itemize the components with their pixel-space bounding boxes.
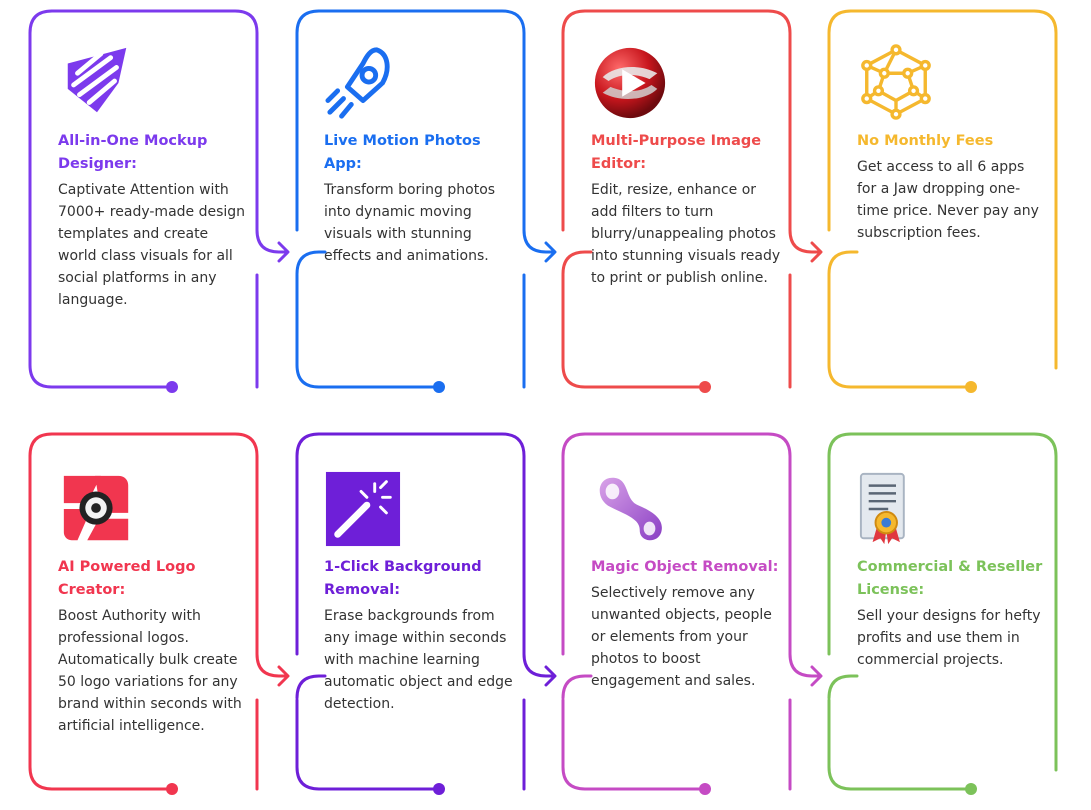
- card-description: Edit, resize, enhance or add filters to …: [591, 182, 781, 286]
- card-border-top-right: [50, 432, 289, 678]
- arrow-right-icon: [810, 241, 823, 263]
- card-border-left-bottom: [561, 698, 707, 791]
- card-border-incoming: [827, 250, 859, 276]
- card-border-top-right: [849, 432, 1058, 772]
- card-border-incoming: [827, 674, 859, 700]
- infinity-shape-icon: [591, 470, 669, 548]
- card-title: Commercial & Reseller License:: [857, 559, 1043, 598]
- card-border-top-left: [561, 432, 587, 656]
- card-border-top-right: [583, 9, 822, 254]
- card-border-top-right: [317, 432, 556, 678]
- feature-card-logo-creator: AI Powered Logo Creator: Boost Authority…: [58, 470, 248, 737]
- network-nodes-icon: [857, 44, 935, 122]
- card-description: Sell your designs for hefty profits and …: [857, 608, 1041, 668]
- card-title: Live Motion Photos App:: [324, 133, 481, 172]
- camera-logo-icon: [58, 470, 136, 548]
- card-title: All-in-One Mockup Designer:: [58, 133, 208, 172]
- card-border-incoming: [295, 674, 327, 700]
- card-border-top-left: [295, 9, 321, 232]
- rocket-icon: [324, 44, 402, 122]
- feature-card-object-removal: Magic Object Removal: Selectively remove…: [591, 470, 781, 692]
- card-border-incoming: [561, 250, 593, 276]
- feature-card-background-removal: 1-Click Background Removal: Erase backgr…: [324, 470, 514, 715]
- end-dot: [965, 783, 977, 795]
- arrow-right-icon: [277, 241, 290, 263]
- card-border-top-left: [827, 9, 853, 232]
- tag-stripes-icon: [58, 44, 136, 122]
- arrow-right-icon: [544, 665, 557, 687]
- end-dot: [433, 783, 445, 795]
- card-border-left-bottom: [561, 273, 707, 389]
- card-border-left-bottom: [295, 698, 441, 791]
- card-border-left-bottom: [28, 454, 174, 791]
- card-border-top-left: [295, 432, 321, 656]
- card-border-top-right: [50, 9, 289, 254]
- feature-card-mockup-designer: All-in-One Mockup Designer: Captivate At…: [58, 44, 248, 311]
- card-description: Boost Authority with professional logos.…: [58, 608, 242, 734]
- card-border-top-right: [583, 432, 822, 678]
- card-border-left-bottom: [827, 273, 973, 389]
- arrow-right-icon: [277, 665, 290, 687]
- card-title: AI Powered Logo Creator:: [58, 559, 196, 598]
- magic-wand-icon: [324, 470, 402, 548]
- end-dot: [433, 381, 445, 393]
- card-border-top-left: [827, 432, 853, 656]
- feature-card-image-editor: Multi-Purpose Image Editor: Edit, resize…: [591, 44, 781, 289]
- card-border-left-bottom: [28, 31, 174, 389]
- card-border-corner: [28, 432, 54, 458]
- end-dot: [166, 381, 178, 393]
- card-border-incoming: [561, 674, 593, 700]
- end-dot: [699, 381, 711, 393]
- card-border-left-bottom: [827, 698, 973, 791]
- card-border-corner: [28, 9, 54, 35]
- card-border-top-left: [561, 9, 587, 232]
- card-description: Transform boring photos into dynamic mov…: [324, 182, 496, 264]
- certificate-icon: [857, 470, 935, 548]
- end-dot: [699, 783, 711, 795]
- feature-card-commercial-license: Commercial & Reseller License: Sell your…: [857, 470, 1047, 671]
- card-description: Captivate Attention with 7000+ ready-mad…: [58, 182, 246, 308]
- arrow-right-icon: [810, 665, 823, 687]
- card-title: Multi-Purpose Image Editor:: [591, 133, 762, 172]
- card-border-left-bottom: [295, 273, 441, 389]
- card-border-top-right: [317, 9, 556, 254]
- arrow-right-icon: [544, 241, 557, 263]
- card-title: No Monthly Fees: [857, 133, 994, 149]
- card-title: 1-Click Background Removal:: [324, 559, 482, 598]
- card-border-top-right: [849, 9, 1058, 370]
- card-description: Selectively remove any unwanted objects,…: [591, 585, 772, 689]
- card-border-incoming: [295, 250, 327, 276]
- play-orb-icon: [591, 44, 669, 122]
- card-description: Erase backgrounds from any image within …: [324, 608, 513, 712]
- end-dot: [166, 783, 178, 795]
- end-dot: [965, 381, 977, 393]
- feature-card-live-motion: Live Motion Photos App: Transform boring…: [324, 44, 514, 267]
- feature-card-no-monthly-fees: No Monthly Fees Get access to all 6 apps…: [857, 44, 1047, 244]
- card-title: Magic Object Removal:: [591, 559, 779, 575]
- card-description: Get access to all 6 apps for a Jaw dropp…: [857, 159, 1039, 241]
